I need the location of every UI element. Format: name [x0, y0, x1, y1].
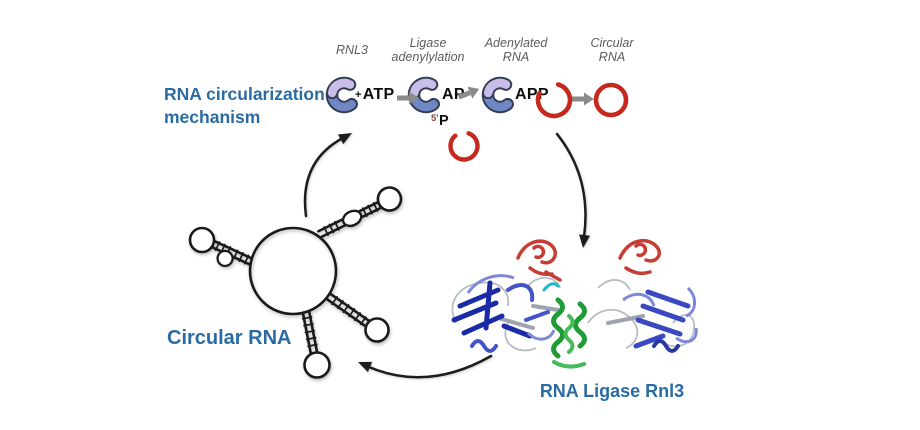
plus-sign: +	[355, 89, 362, 101]
arrowhead-icon	[337, 133, 352, 145]
protein-cyan-strand	[542, 282, 560, 292]
protein-loops-right	[622, 286, 698, 344]
protein-red-ribbon-right	[618, 238, 661, 276]
protein-helix-right	[652, 339, 680, 353]
stem-helix	[324, 292, 370, 327]
protein-beta-sheet-left	[451, 280, 533, 339]
terminal-loop	[188, 226, 216, 254]
stem-helix	[317, 186, 403, 239]
flow-arrow-down-right	[555, 132, 587, 239]
enzyme-text-atp: +ATP	[355, 86, 395, 103]
bulge-loop	[341, 209, 363, 228]
protein-beta-sheet-right	[633, 289, 691, 349]
substrate-open-circle-icon	[448, 131, 480, 162]
terminal-loop	[364, 317, 390, 343]
stage-label-circular-rna: Circular RNA	[590, 36, 634, 64]
protein-helix-left	[470, 283, 550, 353]
stage-label-adenylated-rna: Adenylated RNA	[484, 36, 548, 64]
circular-rna-structure	[188, 186, 403, 379]
enzyme-text-ap: AP	[442, 86, 465, 103]
stage-label-ligase-adenylylation: Ligase adenylylation	[391, 36, 465, 64]
stem-helix	[301, 310, 319, 356]
protein-loops-left	[466, 274, 556, 341]
stage-label-rnl3: RNL3	[336, 43, 368, 57]
arrowhead-icon	[579, 234, 590, 248]
central-loop	[248, 226, 338, 316]
closed-rna-circle-icon	[593, 82, 629, 118]
protein-green-helices	[551, 297, 587, 359]
flow-arrow-bottom	[367, 354, 493, 379]
protein-light-green-helix	[552, 314, 586, 369]
open-rna-circle-icon	[535, 82, 573, 119]
protein-gray-strands	[496, 304, 645, 330]
terminal-loop	[376, 186, 403, 212]
terminal-loop	[303, 351, 331, 379]
substrate-label-5p: 5'P	[431, 113, 449, 129]
protein-red-ribbon-left	[516, 239, 562, 282]
circular-rna-label: Circular RNA	[167, 327, 292, 349]
protein-structure-rnl3	[451, 238, 698, 369]
protein-label: RNA Ligase Rnl3	[539, 381, 685, 401]
arrowhead-icon	[358, 361, 373, 373]
mechanism-title: RNA circularization mechanism	[164, 84, 325, 127]
flow-arrow-up-left	[303, 137, 343, 218]
stem-helix	[210, 239, 253, 267]
bulge-loop	[216, 249, 234, 267]
